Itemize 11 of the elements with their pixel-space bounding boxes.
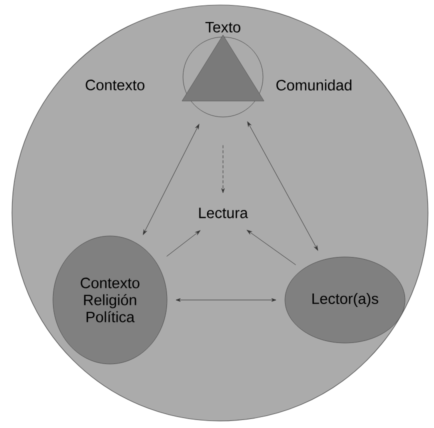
arrow [166,230,200,257]
arrow [246,230,296,266]
side-label: Comunidad [276,79,352,90]
arrow [176,298,276,302]
arrow [142,124,200,235]
side-label: Contexto [86,80,144,90]
text-triangle: Texto [182,22,264,118]
node-label: Lectura [199,208,248,218]
arrow [247,122,318,251]
arrow [221,145,225,194]
node-label: Texto [205,22,240,32]
